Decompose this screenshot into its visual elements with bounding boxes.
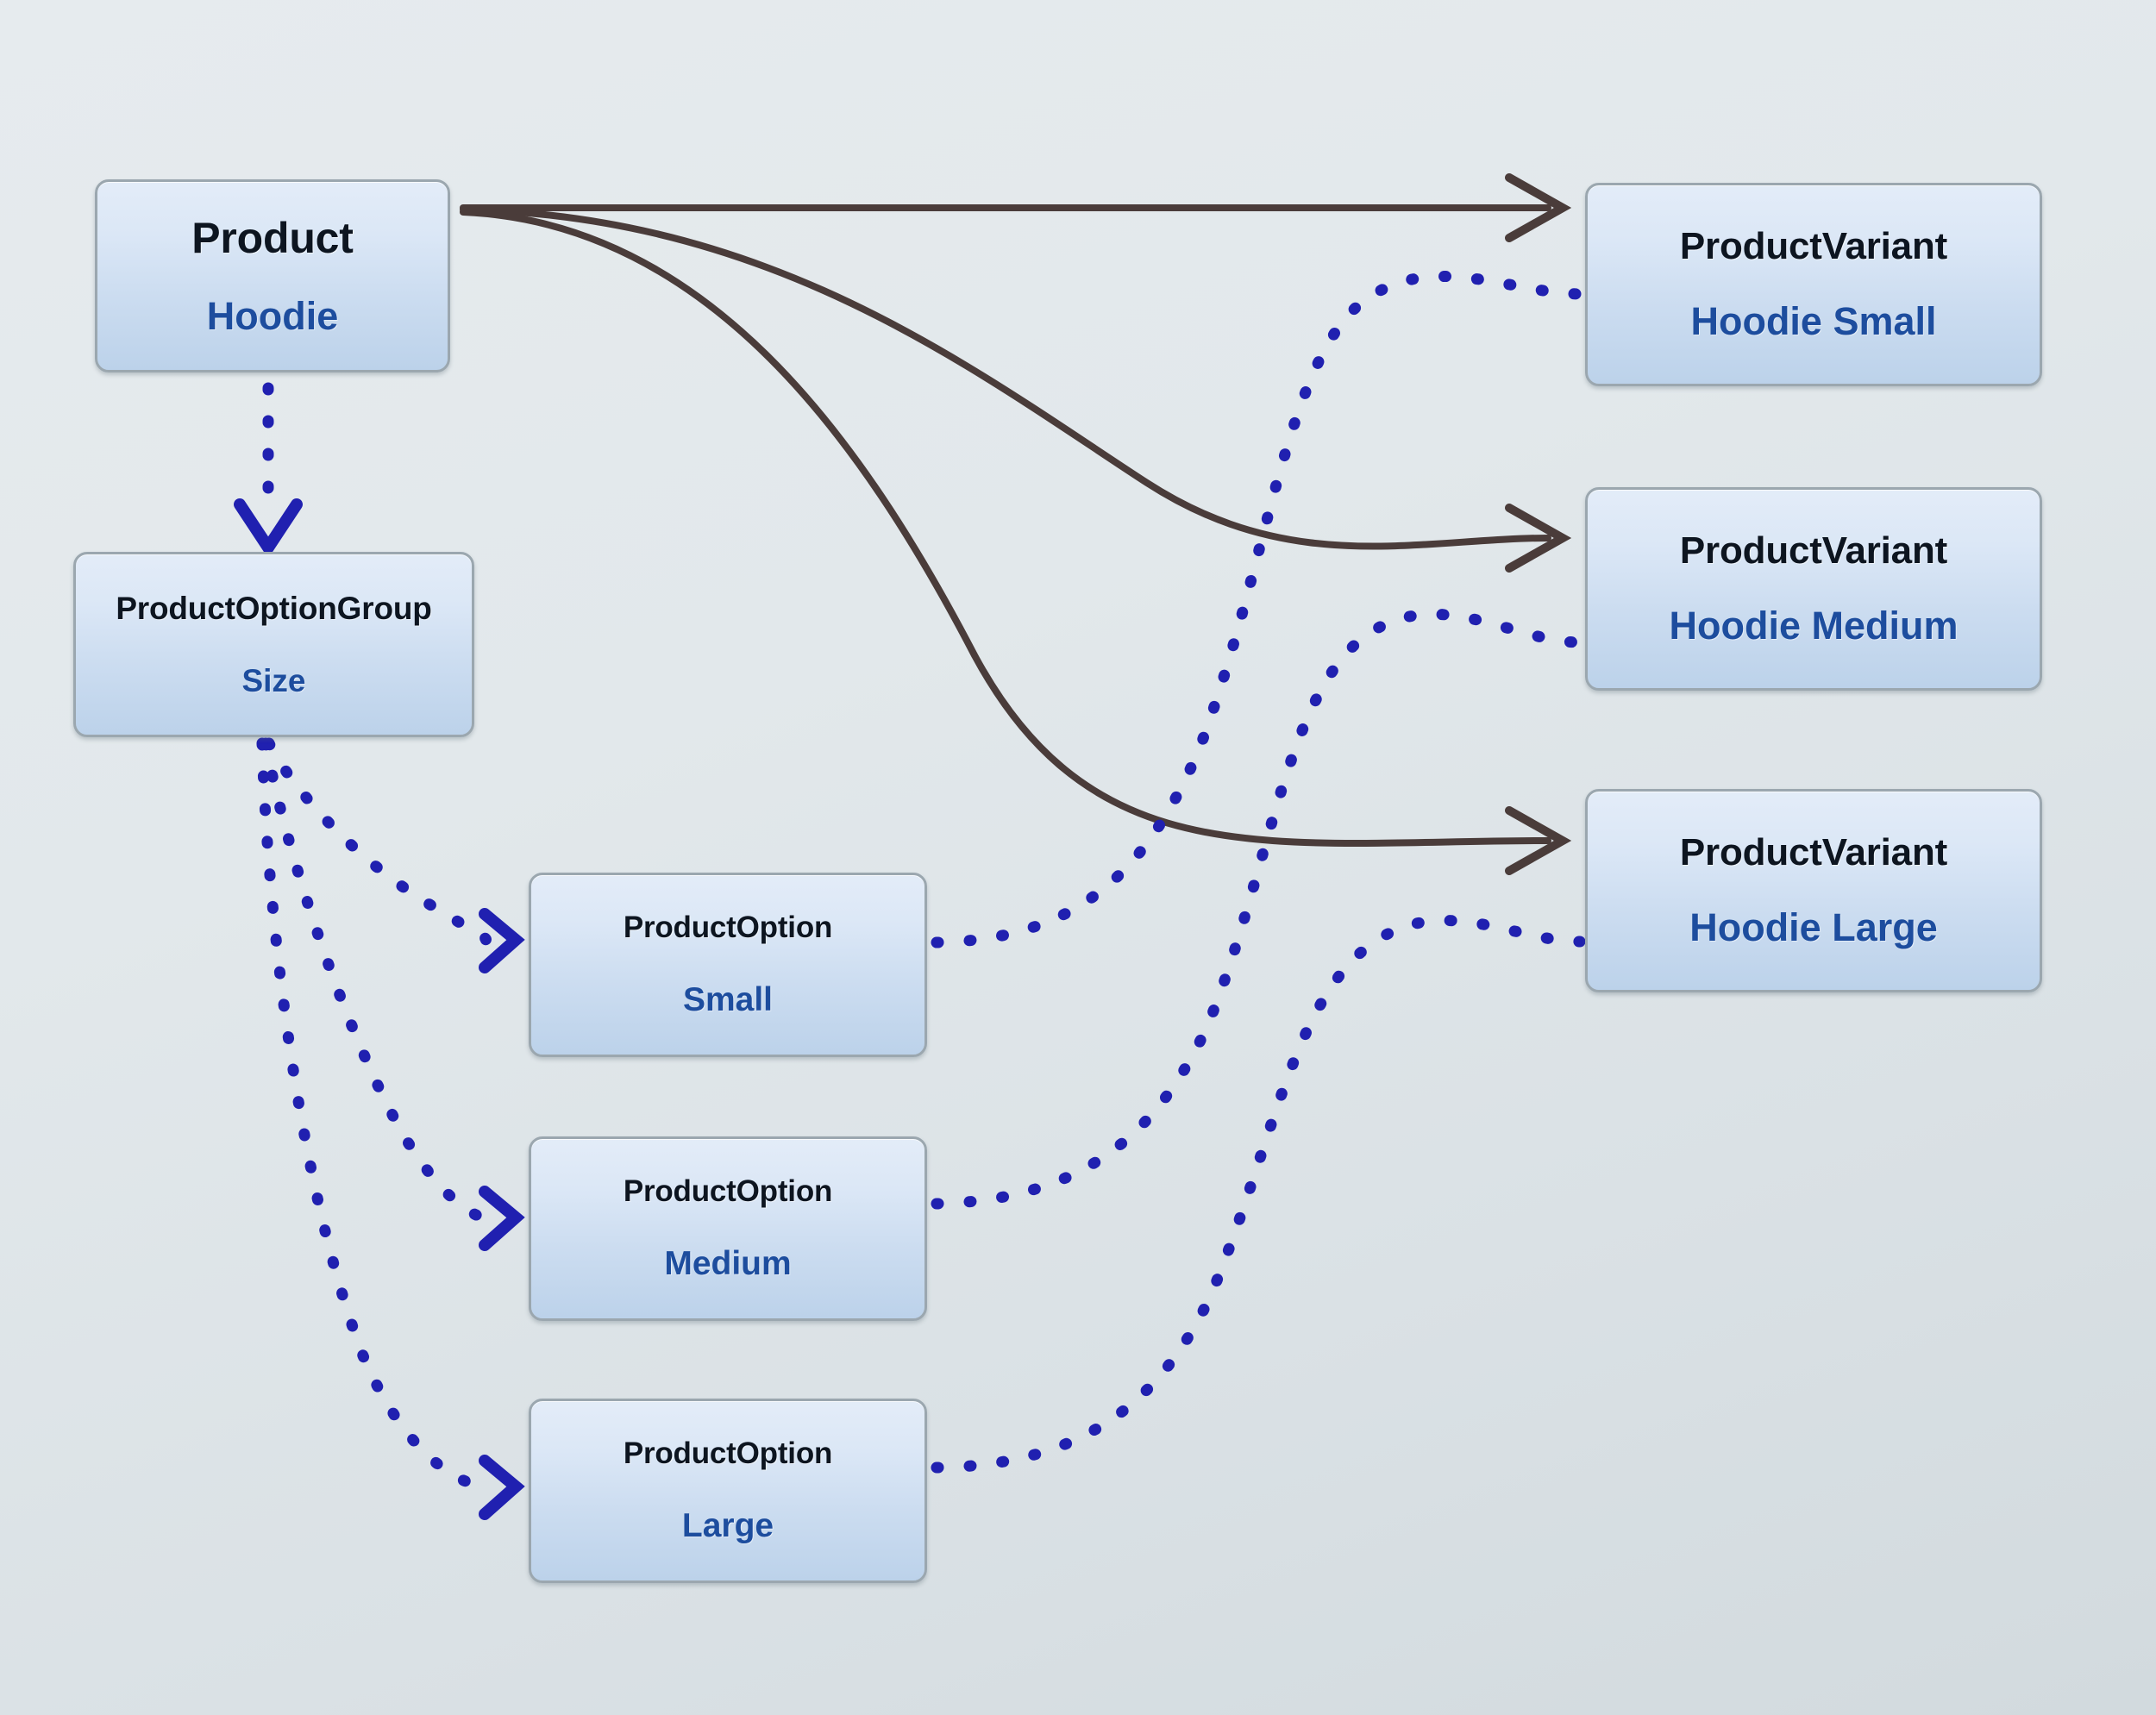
node-product-type: Product xyxy=(191,214,354,262)
edge-product-to-variant-small xyxy=(460,173,1572,242)
node-product-variant-large-value: Hoodie Large xyxy=(1689,905,1938,949)
node-product-variant-medium[interactable]: ProductVariant Hoodie Medium xyxy=(1585,487,2042,691)
node-product-option-medium-type: ProductOption xyxy=(623,1174,833,1208)
edge-product-to-option-group xyxy=(234,382,303,559)
node-product-variant-small[interactable]: ProductVariant Hoodie Small xyxy=(1585,183,2042,386)
node-product-variant-small-value: Hoodie Small xyxy=(1690,299,1937,343)
node-product-option-group[interactable]: ProductOptionGroup Size xyxy=(73,552,474,737)
node-product-option-small[interactable]: ProductOption Small xyxy=(529,873,927,1057)
node-product-option-medium[interactable]: ProductOption Medium xyxy=(529,1136,927,1321)
node-product-option-large-value: Large xyxy=(681,1507,774,1544)
edge-product-to-variant-medium xyxy=(460,206,1572,573)
edge-option-group-to-option-small xyxy=(263,737,525,973)
node-product-option-medium-value: Medium xyxy=(664,1245,792,1282)
node-product-variant-large-type: ProductVariant xyxy=(1679,831,1948,873)
edge-option-large-to-variant-large xyxy=(931,915,1586,1474)
node-product-option-large-type: ProductOption xyxy=(623,1436,833,1470)
edge-product-to-variant-large xyxy=(460,209,1572,875)
edge-option-group-to-option-medium xyxy=(260,737,525,1251)
node-product-value: Hoodie xyxy=(206,294,339,338)
node-product-option-small-value: Small xyxy=(682,981,774,1018)
node-product-option-large[interactable]: ProductOption Large xyxy=(529,1399,927,1583)
node-product-variant-large[interactable]: ProductVariant Hoodie Large xyxy=(1585,789,2042,992)
edge-option-group-to-option-large xyxy=(256,737,525,1520)
node-product-option-group-value: Size xyxy=(241,662,306,698)
node-product-variant-medium-value: Hoodie Medium xyxy=(1669,604,1959,648)
node-product[interactable]: Product Hoodie xyxy=(95,179,450,372)
node-product-variant-medium-type: ProductVariant xyxy=(1679,529,1948,572)
node-product-option-small-type: ProductOption xyxy=(623,911,833,944)
edge-option-medium-to-variant-medium xyxy=(931,608,1586,1210)
node-product-variant-small-type: ProductVariant xyxy=(1679,225,1948,267)
node-product-option-group-type: ProductOptionGroup xyxy=(116,590,432,626)
edge-option-small-to-variant-small xyxy=(931,271,1586,948)
